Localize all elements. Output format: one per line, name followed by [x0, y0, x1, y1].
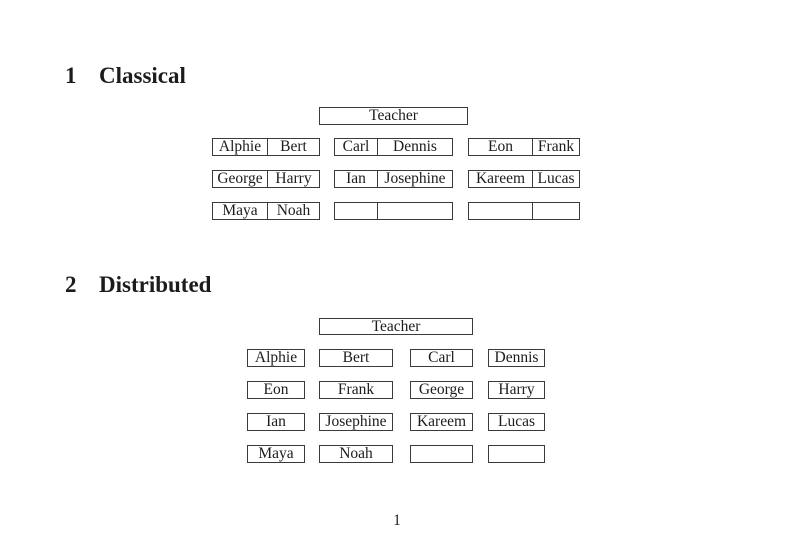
section-title: Distributed	[99, 272, 212, 297]
desk-cell: George	[213, 171, 268, 187]
desk-empty	[410, 445, 473, 463]
desk-pair-maya-noah: Maya Noah	[212, 202, 320, 220]
desk-cell-empty	[533, 203, 579, 219]
desk-alphie: Alphie	[247, 349, 305, 367]
desk-cell-empty	[469, 203, 533, 219]
desk-label: Harry	[498, 382, 535, 398]
desk-cell: Kareem	[469, 171, 533, 187]
desk-label: Carl	[428, 350, 455, 366]
desk-cell: Harry	[275, 171, 312, 187]
teacher-label: Teacher	[369, 108, 418, 124]
section-heading-distributed: 2 Distributed	[65, 273, 211, 296]
teacher-box-classical: Teacher	[319, 107, 468, 125]
desk-pair-kareem-lucas: Kareem Lucas	[468, 170, 580, 188]
teacher-label: Teacher	[371, 319, 421, 334]
desk-cell: Frank	[537, 139, 575, 155]
desk-cell: Dennis	[393, 139, 437, 155]
desk-label: George	[418, 382, 465, 398]
desk-carl: Carl	[410, 349, 473, 367]
desk-label: Maya	[258, 446, 294, 462]
desk-cell: Noah	[276, 203, 311, 219]
desk-dennis: Dennis	[488, 349, 545, 367]
desk-cell: Bert	[280, 139, 307, 155]
desk-cell: Ian	[335, 171, 378, 187]
desk-label: Kareem	[416, 414, 467, 430]
desk-pair-carl-dennis: Carl Dennis	[334, 138, 453, 156]
desk-label: Frank	[337, 382, 375, 398]
desk-cell-empty	[335, 203, 378, 219]
desk-frank: Frank	[319, 381, 393, 399]
section-number: 1	[65, 63, 77, 88]
desk-empty	[488, 445, 545, 463]
desk-label: Alphie	[254, 350, 298, 366]
desk-cell: Carl	[335, 139, 378, 155]
desk-cell: Eon	[469, 139, 533, 155]
section-heading-classical: 1 Classical	[65, 64, 186, 87]
desk-pair-ian-josephine: Ian Josephine	[334, 170, 453, 188]
desk-josephine: Josephine	[319, 413, 393, 431]
desk-cell: Maya	[213, 203, 268, 219]
desk-pair-alphie-bert: Alphie Bert	[212, 138, 320, 156]
desk-label: Bert	[342, 350, 370, 366]
desk-kareem: Kareem	[410, 413, 473, 431]
desk-cell: Alphie	[213, 139, 268, 155]
desk-pair-empty	[334, 202, 453, 220]
desk-eon: Eon	[247, 381, 305, 399]
section-number: 2	[65, 272, 77, 297]
desk-label-empty	[489, 446, 544, 462]
desk-label: Ian	[266, 414, 286, 430]
teacher-box-distributed: Teacher	[319, 318, 473, 335]
section-title: Classical	[99, 63, 186, 88]
desk-label-empty	[411, 446, 472, 462]
desk-maya: Maya	[247, 445, 305, 463]
desk-george: George	[410, 381, 473, 399]
desk-ian: Ian	[247, 413, 305, 431]
desk-harry: Harry	[488, 381, 545, 399]
desk-label: Josephine	[325, 414, 387, 430]
desk-label: Dennis	[494, 350, 539, 366]
desk-label: Eon	[263, 382, 289, 398]
desk-noah: Noah	[319, 445, 393, 463]
desk-cell: Josephine	[384, 171, 446, 187]
desk-cell: Lucas	[537, 171, 575, 187]
desk-label: Noah	[339, 446, 373, 462]
desk-lucas: Lucas	[488, 413, 545, 431]
desk-pair-george-harry: George Harry	[212, 170, 320, 188]
page-number: 1	[393, 512, 401, 529]
desk-cell-empty	[378, 203, 452, 219]
desk-pair-eon-frank: Eon Frank	[468, 138, 580, 156]
desk-pair-empty	[468, 202, 580, 220]
desk-bert: Bert	[319, 349, 393, 367]
desk-label: Lucas	[497, 414, 535, 430]
